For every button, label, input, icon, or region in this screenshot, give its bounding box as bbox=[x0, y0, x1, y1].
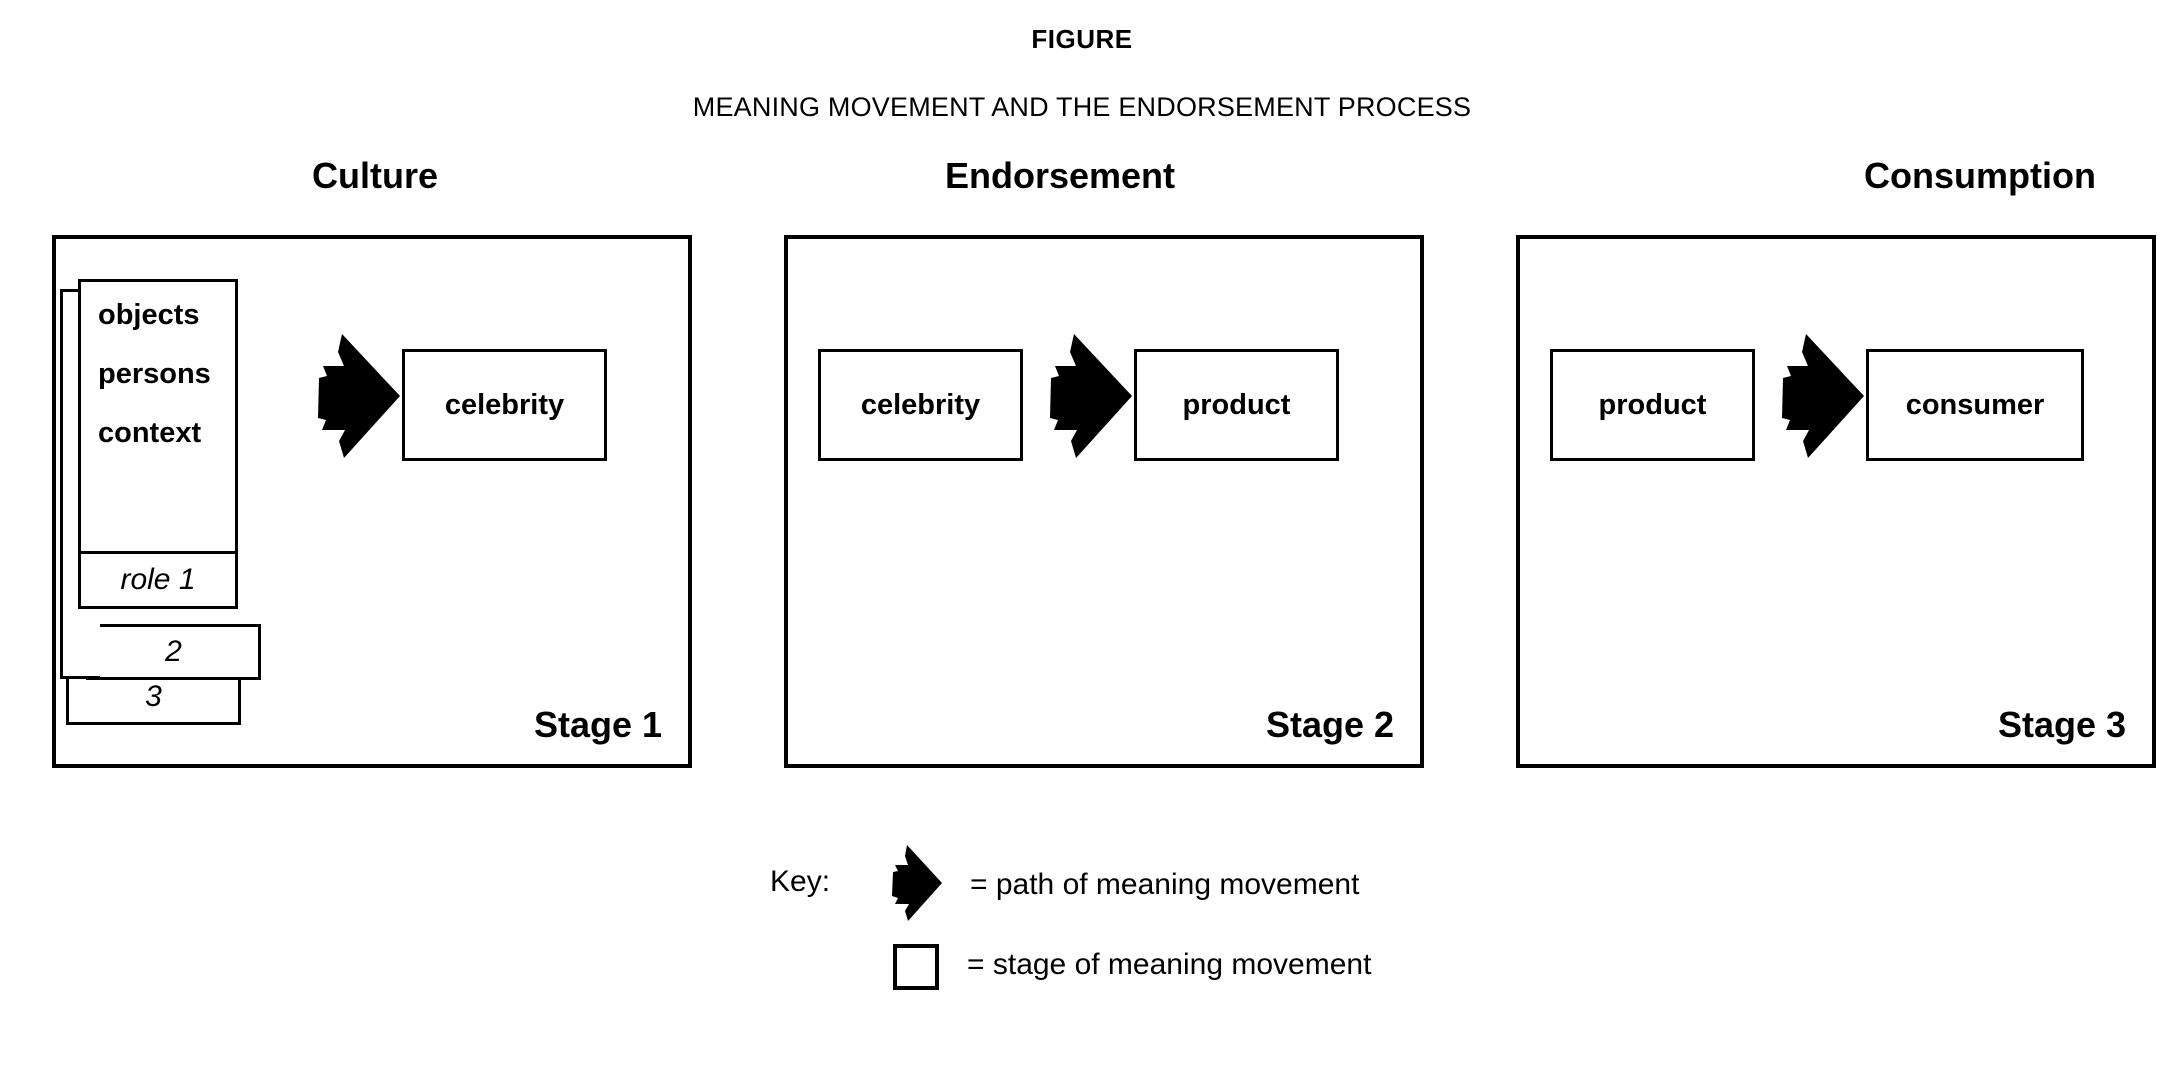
stage-label-3: Stage 3 bbox=[1997, 704, 2126, 745]
culture-item-persons: persons bbox=[98, 358, 211, 390]
figure-title: FIGURE bbox=[1031, 24, 1133, 54]
outline-square-icon bbox=[893, 944, 939, 990]
panel-heading-culture: Culture bbox=[312, 155, 438, 196]
solid-arrow-icon bbox=[314, 334, 400, 464]
key-label: Key: bbox=[770, 865, 831, 898]
stage-panel-endorsement: celebrity product Stage 2 bbox=[784, 235, 1424, 768]
consumption-source-box-product: product bbox=[1550, 349, 1755, 461]
key-entry-arrow-text: = path of meaning movement bbox=[970, 868, 1360, 901]
key-entry-box-text: = stage of meaning movement bbox=[967, 948, 1372, 981]
stage-label-2: Stage 2 bbox=[1265, 704, 1394, 745]
key-entry-box: = stage of meaning movement bbox=[890, 940, 1371, 990]
key-entry-arrow: = path of meaning movement bbox=[890, 845, 1359, 925]
culture-item-objects: objects bbox=[98, 299, 200, 331]
stage-panel-consumption: product consumer Stage 3 bbox=[1516, 235, 2156, 768]
endorsement-source-box-celebrity: celebrity bbox=[818, 349, 1023, 461]
consumption-target-box-consumer: consumer bbox=[1866, 349, 2084, 461]
stage-label-1: Stage 1 bbox=[533, 704, 662, 745]
solid-arrow-icon bbox=[890, 845, 942, 925]
culture-role-layer-2: 2 bbox=[86, 624, 261, 680]
culture-source-box bbox=[78, 279, 238, 554]
culture-role-layer-1: role 1 bbox=[78, 551, 238, 609]
endorsement-target-box-product: product bbox=[1134, 349, 1339, 461]
figure-subtitle: MEANING MOVEMENT AND THE ENDORSEMENT PRO… bbox=[692, 92, 1472, 122]
solid-arrow-icon bbox=[1778, 334, 1864, 464]
stage-panel-culture: 3 2 objects persons context role 1 celeb… bbox=[52, 235, 692, 768]
culture-target-box-celebrity: celebrity bbox=[402, 349, 607, 461]
culture-source-list: objects persons context bbox=[78, 279, 238, 554]
culture-item-context: context bbox=[98, 417, 202, 449]
solid-arrow-icon bbox=[1046, 334, 1132, 464]
panel-heading-consumption: Consumption bbox=[1864, 155, 2096, 196]
panel-heading-endorsement: Endorsement bbox=[944, 155, 1176, 196]
